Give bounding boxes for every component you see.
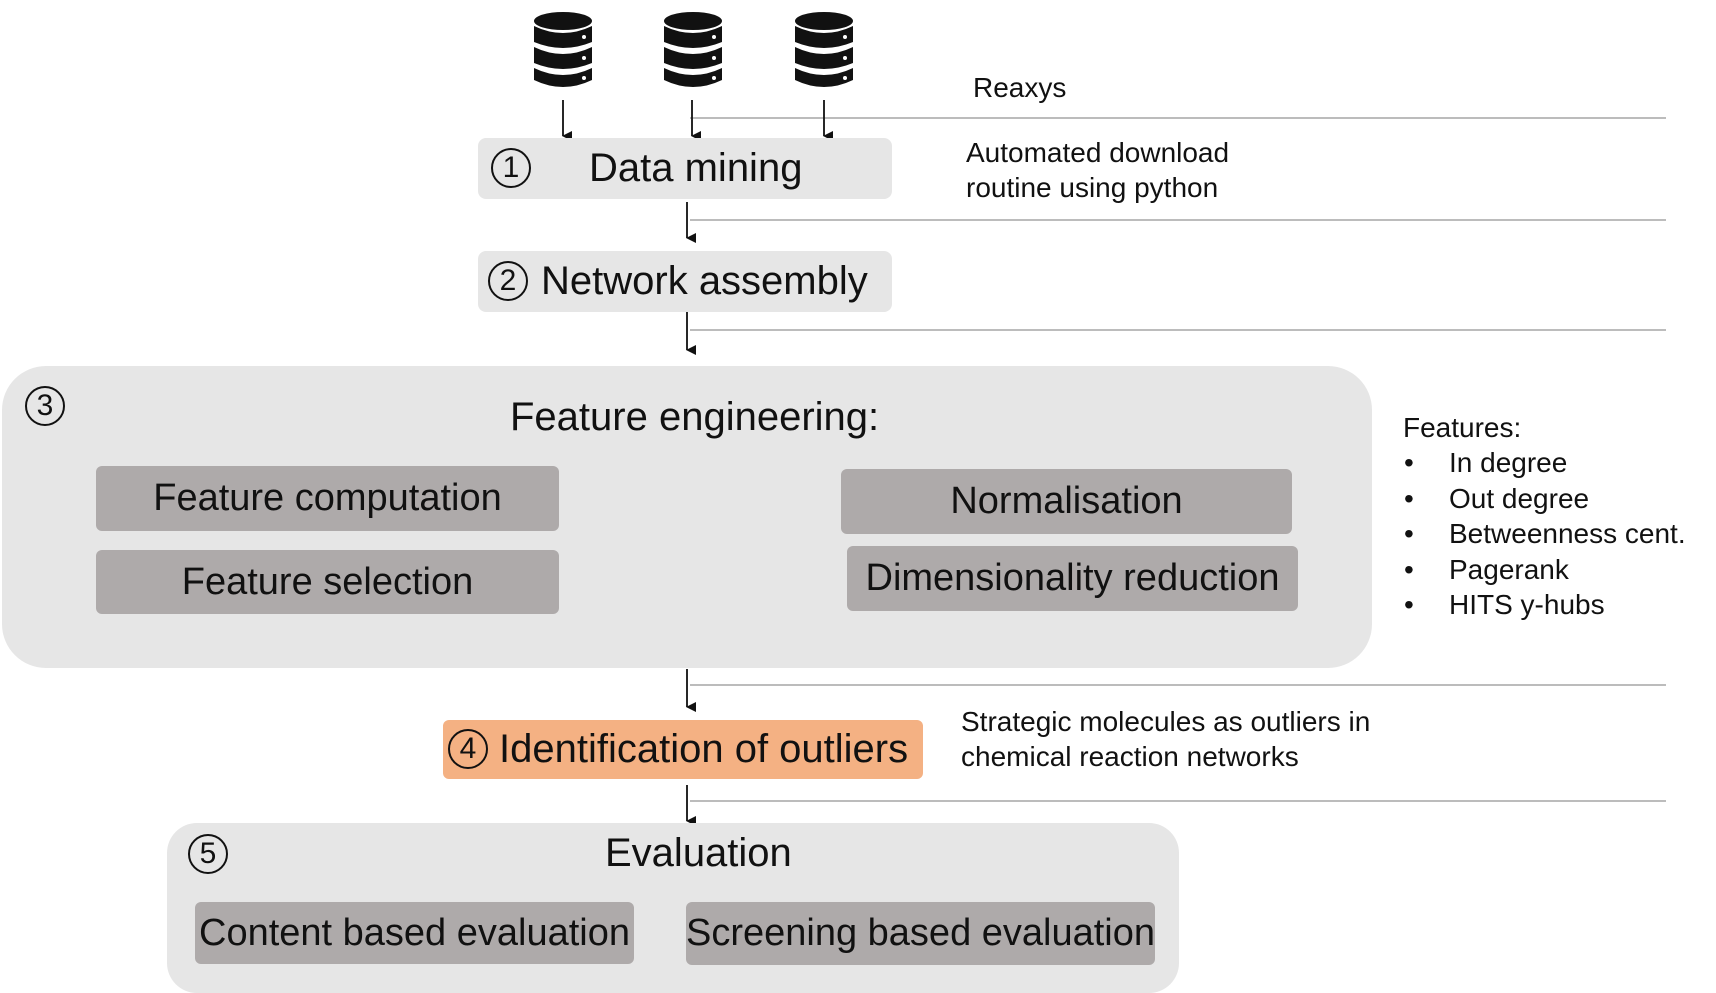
step-data-mining: 1 Data mining bbox=[478, 138, 892, 199]
step-identification-of-outliers: 4 Identification of outliers bbox=[443, 720, 923, 779]
step-title: Identification of outliers bbox=[499, 727, 909, 771]
step-title: Data mining bbox=[589, 146, 803, 190]
step-number-badge: 1 bbox=[491, 148, 531, 188]
normalisation-box: Normalisation bbox=[841, 469, 1292, 534]
step-feature-engineering: 3 Feature engineering: Feature computati… bbox=[2, 366, 1372, 668]
step-evaluation: 5 Evaluation Content based evaluation Sc… bbox=[167, 823, 1179, 993]
reaxys-label: Reaxys bbox=[973, 72, 1067, 103]
features-heading: Features: bbox=[1403, 412, 1522, 443]
feature-computation-box: Feature computation bbox=[96, 466, 559, 531]
step-number-badge: 5 bbox=[188, 834, 228, 874]
features-panel: Features: In degree Out degree Betweenne… bbox=[1403, 410, 1686, 623]
feature-item: HITS y-hubs bbox=[1403, 587, 1686, 623]
features-list: In degree Out degree Betweenness cent. P… bbox=[1403, 445, 1686, 623]
feature-item: Betweenness cent. bbox=[1403, 516, 1686, 552]
content-based-evaluation-box: Content based evaluation bbox=[195, 902, 634, 964]
outliers-note: Strategic molecules as outliers in chemi… bbox=[961, 704, 1370, 774]
outliers-note-line2: chemical reaction networks bbox=[961, 741, 1299, 772]
feature-item: In degree bbox=[1403, 445, 1686, 481]
download-note: Automated download routine using python bbox=[966, 135, 1229, 205]
screening-based-evaluation-box: Screening based evaluation bbox=[686, 902, 1155, 965]
dimensionality-reduction-box: Dimensionality reduction bbox=[847, 546, 1298, 611]
step-number-badge: 3 bbox=[25, 386, 65, 426]
feature-selection-box: Feature selection bbox=[96, 550, 559, 614]
database-icon bbox=[795, 12, 853, 87]
database-icon bbox=[664, 12, 722, 87]
step-title: Feature engineering: bbox=[510, 395, 880, 439]
database-icon bbox=[534, 12, 592, 87]
download-note-line2: routine using python bbox=[966, 172, 1219, 203]
step-title: Network assembly bbox=[541, 259, 868, 303]
outliers-note-line1: Strategic molecules as outliers in bbox=[961, 706, 1371, 737]
step-title: Evaluation bbox=[605, 831, 792, 875]
feature-item: Pagerank bbox=[1403, 552, 1686, 588]
step-network-assembly: 2 Network assembly bbox=[478, 251, 892, 312]
step-number-badge: 2 bbox=[488, 261, 528, 301]
step-number-badge: 4 bbox=[448, 729, 488, 769]
download-note-line1: Automated download bbox=[966, 137, 1230, 168]
feature-item: Out degree bbox=[1403, 481, 1686, 517]
